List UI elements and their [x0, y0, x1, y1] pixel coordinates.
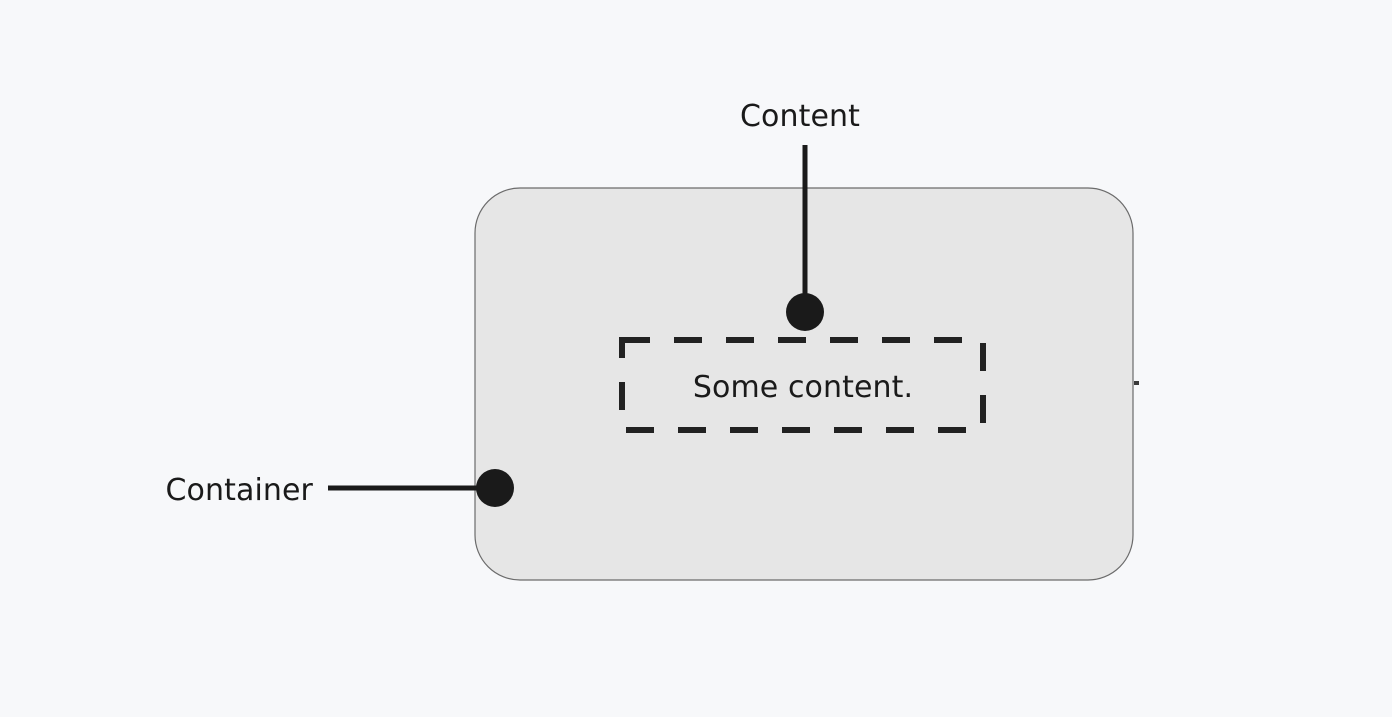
content-anchor-dot[interactable]	[786, 293, 824, 331]
content-annotation-label: Content	[740, 99, 860, 134]
container-annotation-label: Container	[165, 473, 313, 508]
container-anchor-dot[interactable]	[476, 469, 514, 507]
right-edge-marker-icon	[1134, 381, 1139, 385]
content-box-text: Some content.	[693, 370, 913, 405]
content-box-shape[interactable]	[619, 337, 986, 433]
